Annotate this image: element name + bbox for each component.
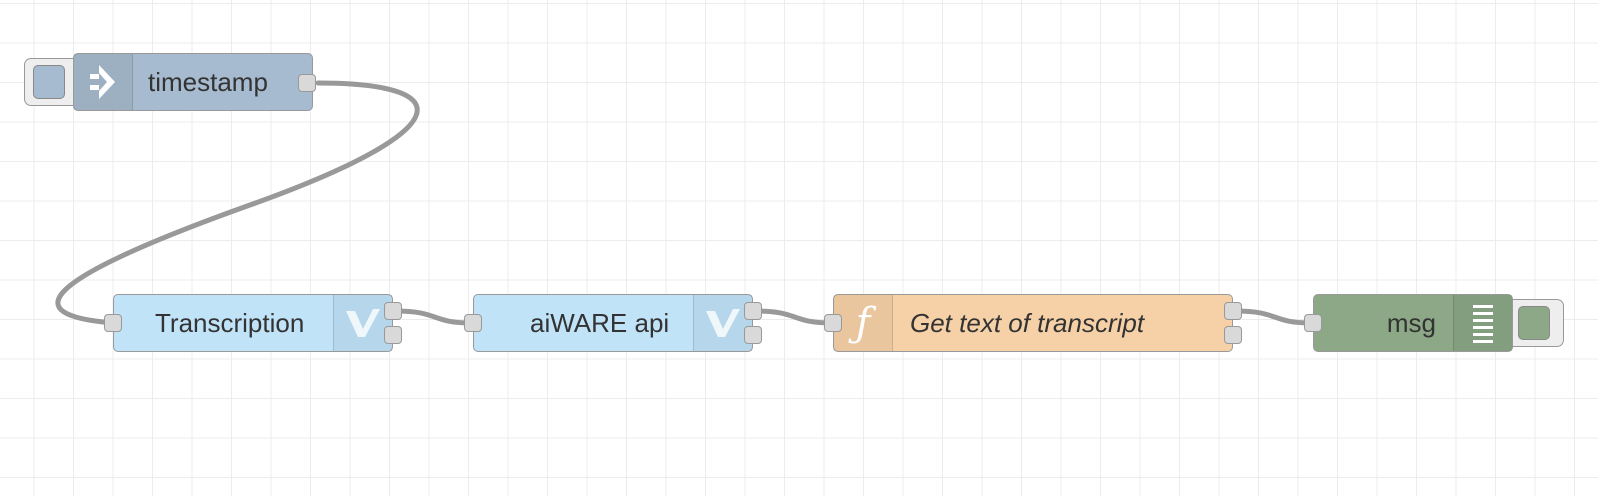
arrow-in-icon — [90, 65, 115, 99]
node-aiware-api[interactable]: aiWARE api — [473, 294, 753, 352]
node-aiware-api-output-port-1[interactable] — [744, 302, 762, 320]
wire-timestamp-to-transcription[interactable] — [55, 80, 420, 326]
node-transcription-output-port-1[interactable] — [384, 302, 402, 320]
node-transcription[interactable]: Transcription — [113, 294, 393, 352]
node-transcription-output-port-2[interactable] — [384, 326, 402, 344]
node-function-input-port[interactable] — [824, 314, 842, 332]
wire-transcription-to-aiware[interactable] — [392, 308, 475, 326]
node-aiware-api-icon-area — [693, 295, 752, 351]
function-icon: ƒ — [855, 300, 871, 346]
node-timestamp-icon-area — [74, 54, 133, 110]
wire-aiware-to-function[interactable] — [752, 308, 836, 326]
node-debug-msg-icon-area — [1453, 295, 1512, 351]
node-debug-msg-input-port[interactable] — [1304, 314, 1322, 332]
inject-trigger-inner[interactable] — [33, 65, 65, 99]
node-function-output-port-2[interactable] — [1224, 326, 1242, 344]
node-aiware-api-input-port[interactable] — [464, 314, 482, 332]
node-debug-msg-label: msg — [1386, 307, 1436, 338]
node-transcription-icon-area — [333, 295, 392, 351]
node-aiware-api-label: aiWARE api — [530, 307, 670, 338]
node-function-label: Get text of transcript — [910, 307, 1145, 338]
node-transcription-input-port[interactable] — [104, 314, 122, 332]
debug-list-icon — [1473, 305, 1493, 343]
veritone-v-icon — [346, 309, 380, 337]
node-debug-msg[interactable]: msg — [1313, 294, 1513, 352]
node-timestamp[interactable]: timestamp — [73, 53, 313, 111]
veritone-v-icon — [706, 309, 740, 337]
node-timestamp-label: timestamp — [148, 66, 268, 97]
node-function-icon-area: ƒ — [834, 295, 893, 351]
wire-function-to-debug[interactable] — [1232, 308, 1315, 326]
node-transcription-label: Transcription — [155, 307, 305, 338]
node-function[interactable]: ƒ Get text of transcript — [833, 294, 1233, 352]
node-timestamp-output-port[interactable] — [298, 74, 316, 92]
debug-toggle-inner[interactable] — [1518, 306, 1550, 340]
node-function-output-port-1[interactable] — [1224, 302, 1242, 320]
node-aiware-api-output-port-2[interactable] — [744, 326, 762, 344]
